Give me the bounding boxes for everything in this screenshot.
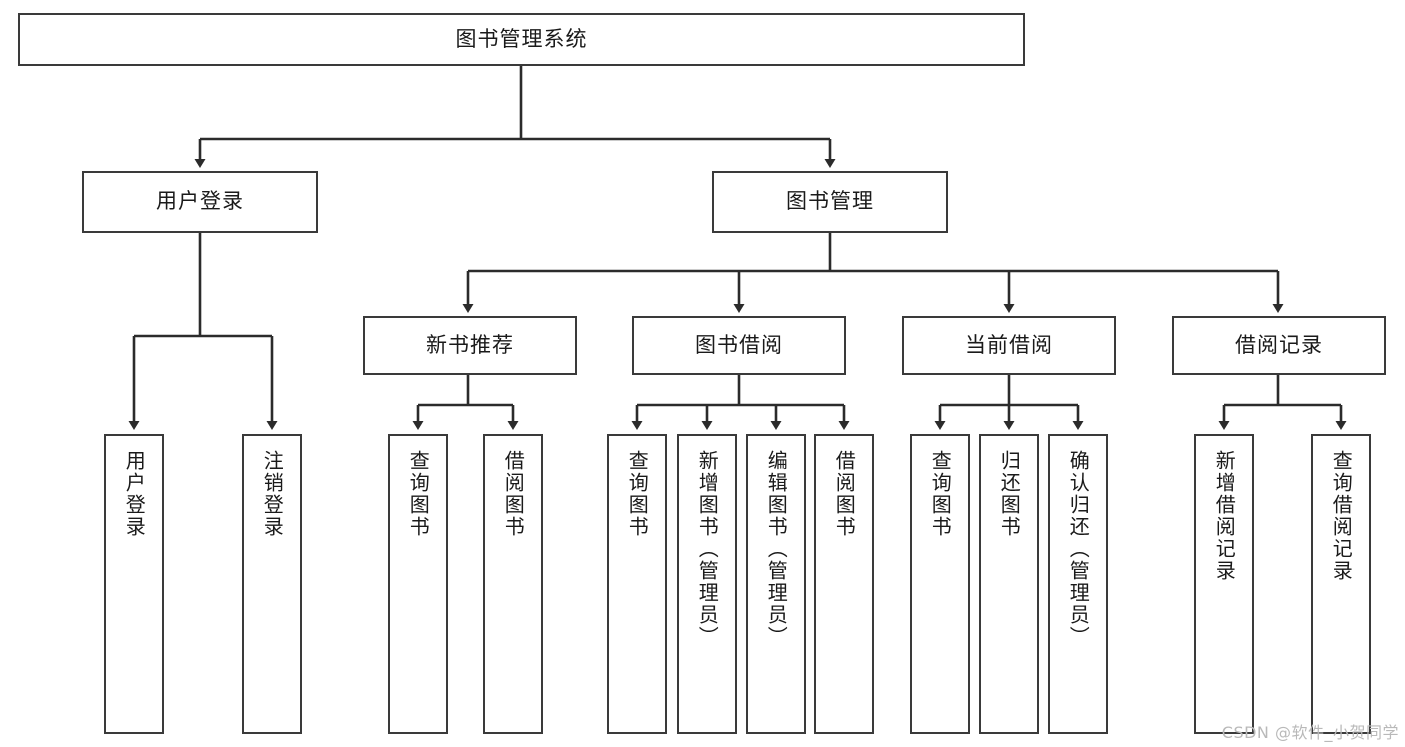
leaf-query-book-2-label: 查询图书: [625, 450, 650, 538]
leaf-edit-book-label: 编辑图书（管理员）: [764, 450, 789, 648]
node-book-manage-label: 图书管理: [786, 189, 874, 214]
node-user-login[interactable]: 用户登录: [82, 171, 318, 233]
leaf-borrow-book-2[interactable]: 借阅图书: [814, 434, 874, 734]
leaf-confirm-return[interactable]: 确认归还（管理员）: [1048, 434, 1108, 734]
node-current-borrow[interactable]: 当前借阅: [902, 316, 1116, 375]
leaf-return-book-label: 归还图书: [997, 450, 1022, 538]
node-root[interactable]: 图书管理系统: [18, 13, 1025, 66]
leaf-borrow-book-1-label: 借阅图书: [501, 450, 526, 538]
leaf-logout-label: 注销登录: [260, 450, 285, 538]
node-book-borrow-label: 图书借阅: [695, 332, 783, 357]
node-book-borrow[interactable]: 图书借阅: [632, 316, 846, 375]
leaf-borrow-book-2-label: 借阅图书: [832, 450, 857, 538]
node-new-book-recommend[interactable]: 新书推荐: [363, 316, 577, 375]
node-book-manage[interactable]: 图书管理: [712, 171, 948, 233]
leaf-logout[interactable]: 注销登录: [242, 434, 302, 734]
leaf-add-record[interactable]: 新增借阅记录: [1194, 434, 1254, 734]
leaf-return-book[interactable]: 归还图书: [979, 434, 1039, 734]
node-new-book-recommend-label: 新书推荐: [426, 332, 514, 357]
leaf-query-book-3-label: 查询图书: [928, 450, 953, 538]
node-user-login-label: 用户登录: [156, 189, 244, 214]
leaf-query-record[interactable]: 查询借阅记录: [1311, 434, 1371, 734]
leaf-query-book-2[interactable]: 查询图书: [607, 434, 667, 734]
watermark: CSDN @软件_小贺同学: [1221, 723, 1399, 742]
leaf-add-book-label: 新增图书（管理员）: [695, 450, 720, 648]
leaf-edit-book[interactable]: 编辑图书（管理员）: [746, 434, 806, 734]
node-borrow-record-label: 借阅记录: [1235, 332, 1323, 357]
leaf-query-book-1-label: 查询图书: [406, 450, 431, 538]
leaf-add-book[interactable]: 新增图书（管理员）: [677, 434, 737, 734]
leaf-user-login[interactable]: 用户登录: [104, 434, 164, 734]
leaf-user-login-label: 用户登录: [122, 450, 147, 538]
node-current-borrow-label: 当前借阅: [965, 332, 1053, 357]
leaf-query-record-label: 查询借阅记录: [1329, 450, 1354, 582]
leaf-query-book-1[interactable]: 查询图书: [388, 434, 448, 734]
leaf-borrow-book-1[interactable]: 借阅图书: [483, 434, 543, 734]
node-root-label: 图书管理系统: [455, 26, 588, 51]
leaf-add-record-label: 新增借阅记录: [1212, 450, 1237, 582]
leaf-confirm-return-label: 确认归还（管理员）: [1066, 450, 1091, 648]
node-borrow-record[interactable]: 借阅记录: [1172, 316, 1386, 375]
leaf-query-book-3[interactable]: 查询图书: [910, 434, 970, 734]
